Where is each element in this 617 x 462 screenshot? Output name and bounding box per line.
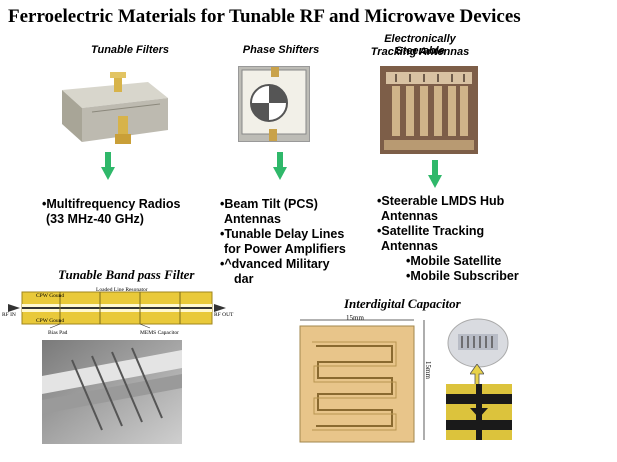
antennas-heading-line1: Electronically Steerable xyxy=(384,33,456,57)
antenna-bullet-2: •Satellite Tracking xyxy=(377,224,485,238)
filter-bullet-1: •Multifrequency Radios xyxy=(42,197,181,211)
tunable-filters-heading: Tunable Filters xyxy=(90,44,170,56)
filter-bullet-1b: (33 MHz-40 GHz) xyxy=(46,212,144,226)
tunable-filter-photo xyxy=(52,68,176,146)
mems-capacitor-label: MEMS Capacitor xyxy=(140,330,179,336)
rf-in-label: RF IN xyxy=(2,312,16,318)
antenna-bullet-1: •Steerable LMDS Hub xyxy=(377,194,505,208)
bandpass-title: Tunable Band pass Filter xyxy=(58,267,195,282)
antenna-bullet-1b: Antennas xyxy=(381,209,438,223)
down-arrow-icon xyxy=(101,152,115,180)
capacitor-title: Interdigital Capacitor xyxy=(344,296,461,311)
phase-bullet-3: •^dvanced Military xyxy=(220,257,330,271)
mems-sem-photo xyxy=(42,340,182,444)
antenna-sub-bullet-2: •Mobile Subscriber xyxy=(406,269,519,283)
phase-bullet-3b: dar xyxy=(234,272,254,286)
cpw-ground-bottom-label: CPW Gound xyxy=(36,318,65,324)
phase-bullet-1: •Beam Tilt (PCS) xyxy=(220,197,318,211)
phase-shifters-heading: Phase Shifters xyxy=(242,44,320,56)
phase-bullet-2: •Tunable Delay Lines xyxy=(220,227,345,241)
down-arrow-icon xyxy=(273,152,287,180)
bandpass-layout-diagram xyxy=(0,284,236,344)
resonator-label: Loaded Line Resonator xyxy=(96,287,148,293)
down-arrow-icon xyxy=(428,160,442,188)
phase-bullet-2b: for Power Amplifiers xyxy=(224,242,346,256)
antenna-sub-bullet-1: •Mobile Satellite xyxy=(406,254,502,268)
up-arrow-icon xyxy=(470,364,484,386)
antenna-bullet-2b: Antennas xyxy=(381,239,438,253)
antenna-photo xyxy=(380,66,478,154)
antennas-heading-line2: Tracking Antennas xyxy=(370,46,470,58)
rf-out-label: RF OUT xyxy=(214,312,234,318)
page-title: Ferroelectric Materials for Tunable RF a… xyxy=(8,6,521,27)
capacitor-fingers-photo xyxy=(446,384,512,440)
capacitor-closeup-photo xyxy=(446,318,510,368)
height-dimension-line xyxy=(423,320,425,440)
bias-pad-label: Bias Pad xyxy=(48,330,68,336)
phase-bullet-1b: Antennas xyxy=(224,212,281,226)
phase-shifter-photo xyxy=(238,66,310,142)
capacitor-width-label: 15mm xyxy=(346,314,364,322)
cpw-ground-top-label: CPW Gound xyxy=(36,293,65,299)
capacitor-board-photo xyxy=(296,318,418,446)
